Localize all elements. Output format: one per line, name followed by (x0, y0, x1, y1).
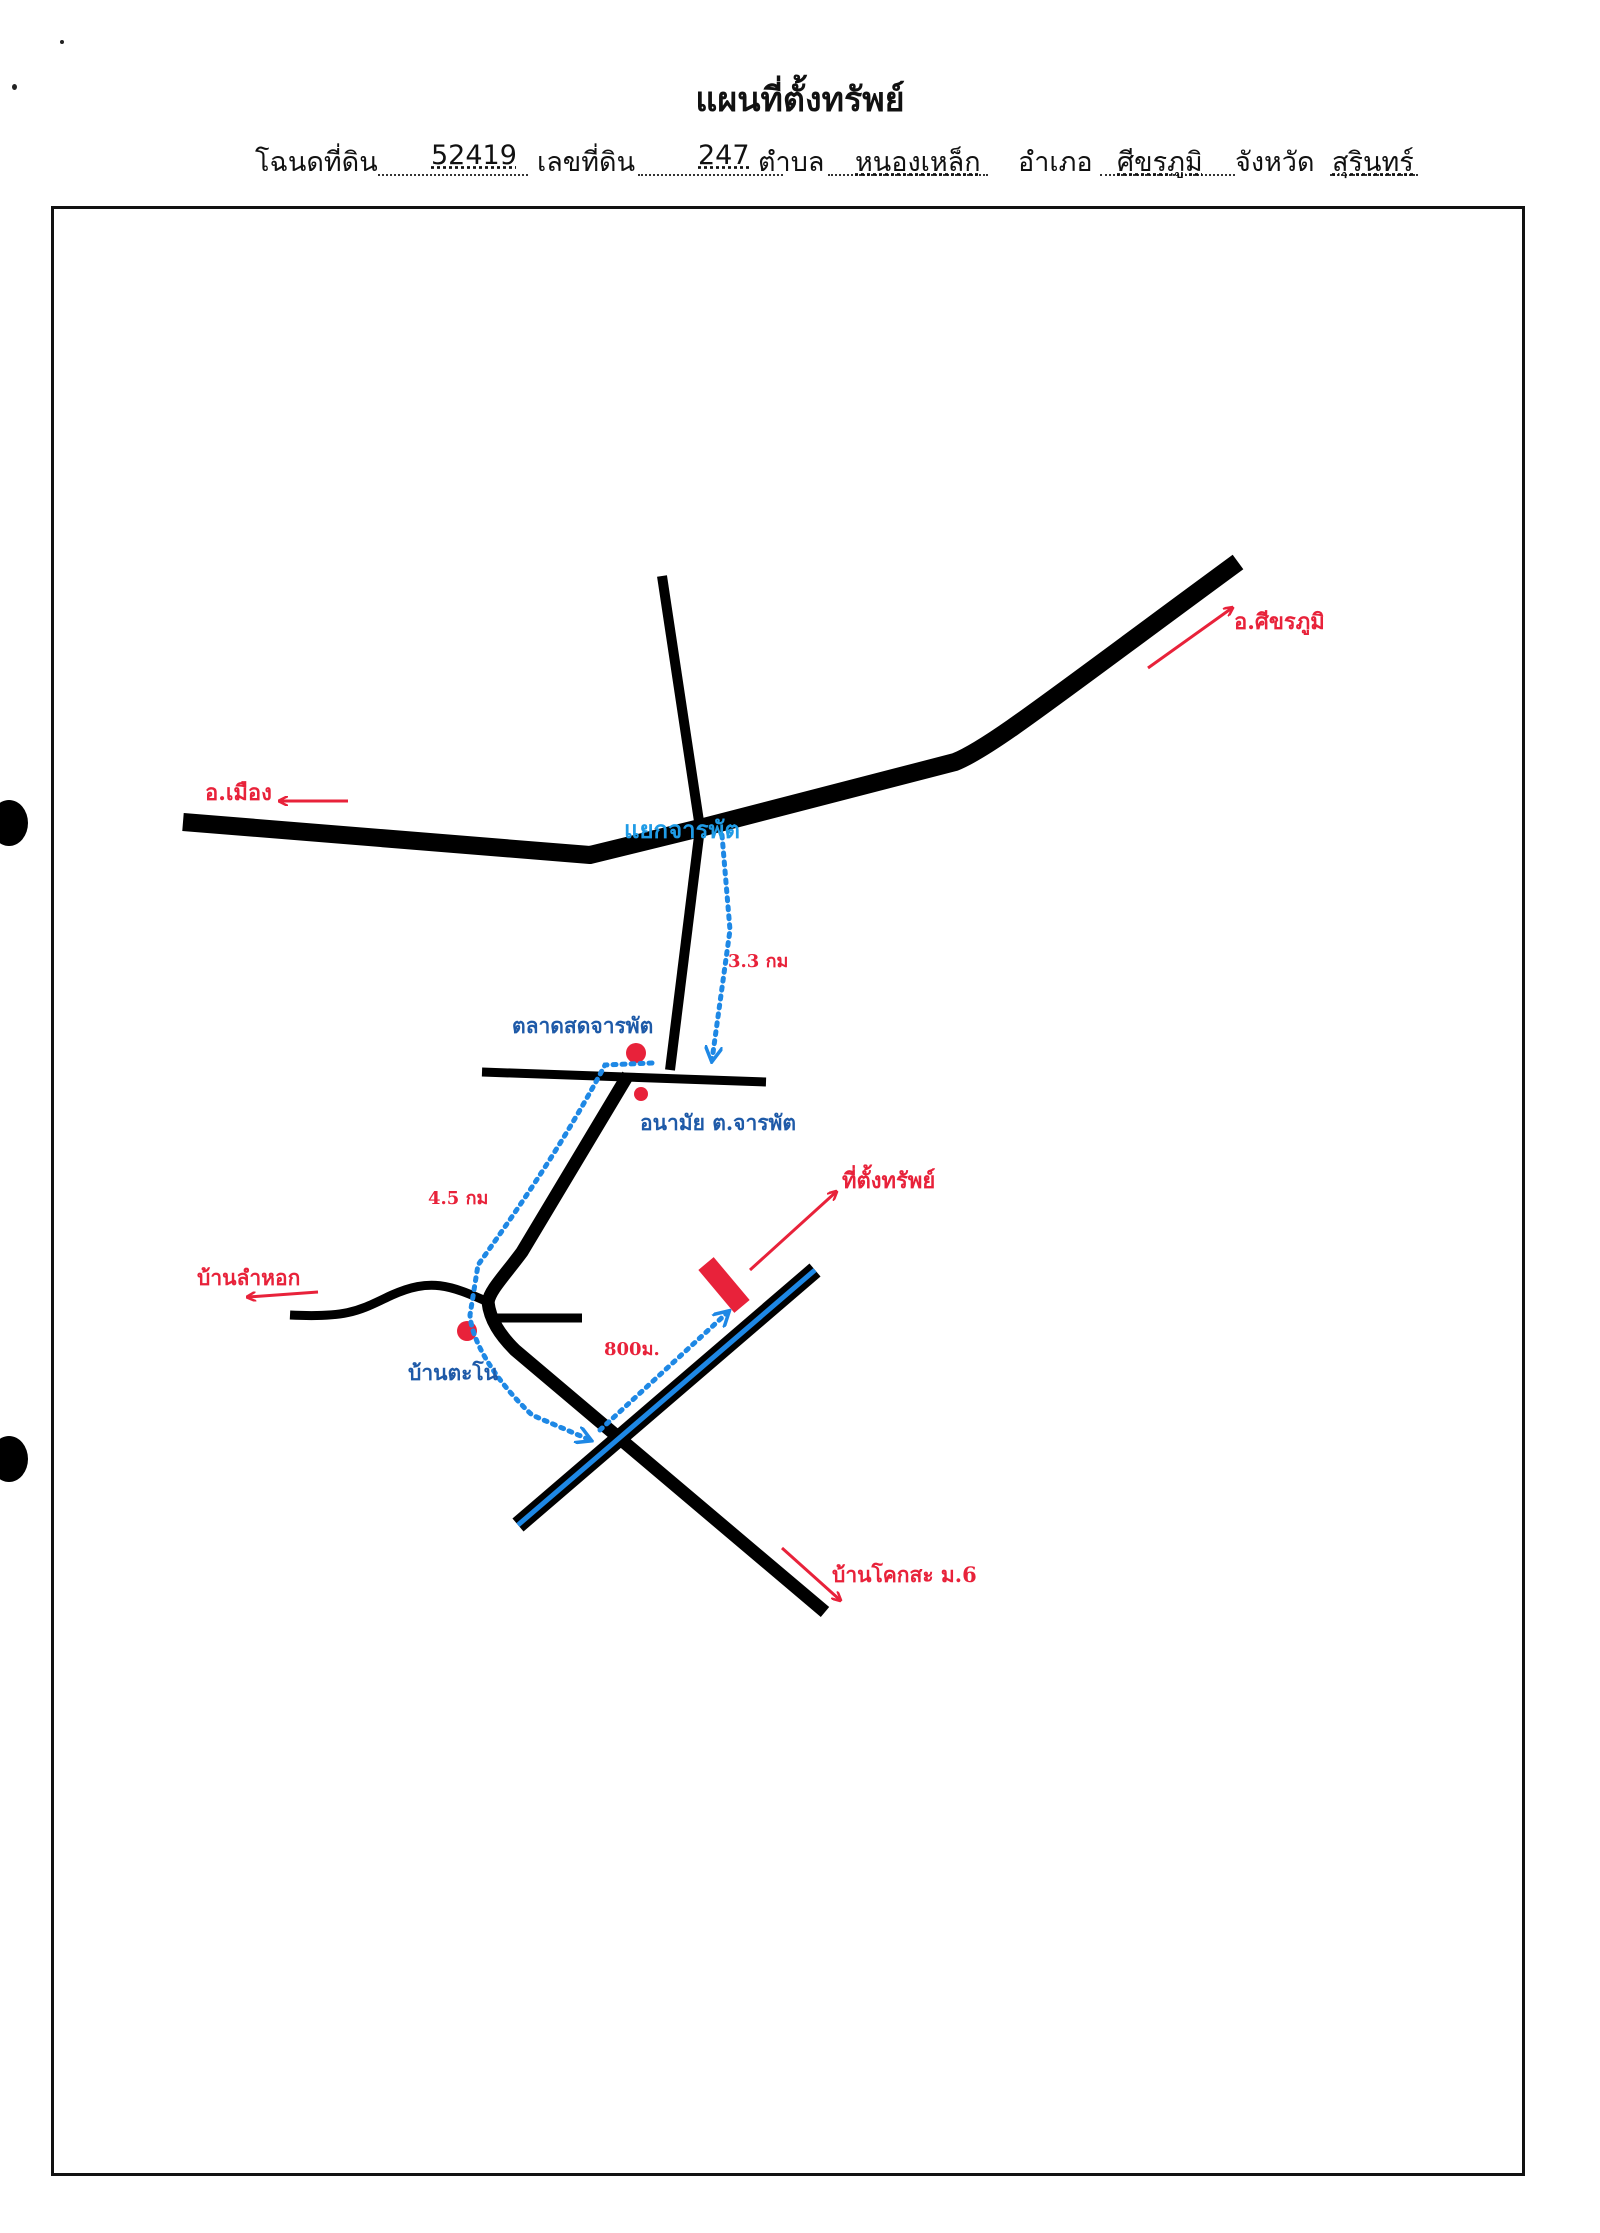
route-segment-3 (597, 1312, 728, 1433)
district-label: อำเภอ (1018, 147, 1093, 178)
label-to-sikhoraphum: อ.ศีขรภูมิ (1234, 609, 1325, 636)
label-distance-2: 4.5 กม (428, 1188, 488, 1209)
district-value: ศีขรภูมิ (1117, 147, 1203, 178)
label-junction: แยกจารพัต (624, 816, 740, 844)
land-number: 247 (698, 140, 750, 171)
arrow-to-sikhoraphum (1147, 608, 1232, 670)
route (467, 832, 733, 1440)
dotted-underline (828, 174, 988, 176)
route-segment-1 (712, 832, 733, 1060)
dotted-underline (1330, 174, 1418, 176)
scan-speck-mark (12, 84, 17, 90)
road-to-sikhoraphum (697, 554, 1244, 837)
route-segment-2 (467, 1060, 655, 1440)
arrow-to-ban-khok-sa (780, 1546, 840, 1600)
dotted-underline (1100, 174, 1235, 176)
road-north (657, 575, 705, 829)
label-health-center: อนามัย ต.จารพัต (640, 1110, 796, 1135)
dotted-underline (378, 174, 528, 176)
market-marker (626, 1043, 646, 1063)
road-jarapat-south (481, 1071, 634, 1304)
arrow-to-property (748, 1192, 836, 1272)
map-frame (51, 206, 1525, 2176)
map-labels: อ.ศีขรภูมิ อ.เมือง แยกจารพัต 3.3 กม ตลาด… (197, 609, 1325, 1587)
province-value: สุรินทร์ (1332, 147, 1414, 178)
road-to-ban-khok-sa (481, 1300, 830, 1617)
label-ban-ta-no: บ้านตะโน (408, 1360, 499, 1385)
arrow-to-ban-lam-hok (248, 1290, 319, 1297)
scan-speck-mark (60, 40, 64, 44)
dotted-underline (638, 174, 783, 176)
label-property: ที่ตั้งทรัพย์ (842, 1164, 935, 1194)
direction-arrows (248, 608, 1232, 1600)
subdistrict-label: ตำบล (758, 147, 825, 178)
label-distance-3: 800ม. (604, 1339, 660, 1360)
page-title: แผนที่ตั้งทรัพย์ (695, 80, 905, 120)
label-distance-1: 3.3 กม (728, 951, 788, 972)
property-marker (698, 1257, 750, 1313)
label-to-mueang: อ.เมือง (205, 780, 272, 806)
label-ban-khok-sa: บ้านโคกสะ ม.6 (832, 1562, 977, 1587)
road-ban-lam-hok (289, 1280, 490, 1321)
label-ban-lam-hok: บ้านลำหอก (197, 1265, 300, 1290)
subdistrict-value: หนองเหล็ก (855, 147, 981, 178)
deed-label: โฉนดที่ดิน (255, 147, 378, 178)
province-label: จังหวัด (1235, 147, 1315, 178)
deed-number: 52419 (431, 140, 517, 171)
road-to-mueang (182, 813, 703, 864)
roads (182, 554, 1244, 1617)
land-no-label: เลขที่ดิน (537, 147, 636, 178)
road-junction-south (665, 827, 705, 1071)
health-center-marker (634, 1087, 648, 1101)
label-market: ตลาดสดจารพัต (512, 1013, 653, 1038)
deed-info-line: โฉนดที่ดิน 52419 เลขที่ดิน 247 ตำบล หนอง… (255, 136, 1418, 182)
canal (512, 1263, 821, 1532)
